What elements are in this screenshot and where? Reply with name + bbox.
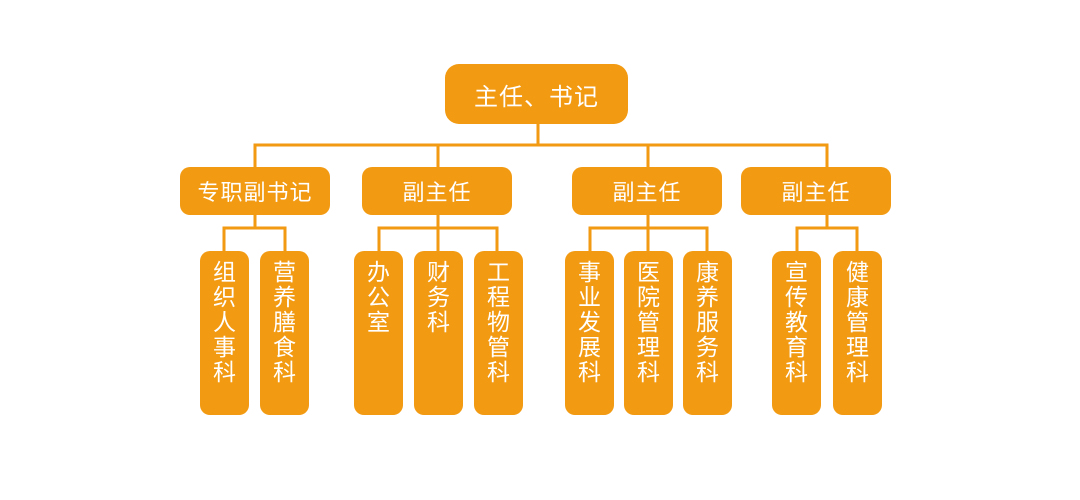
connector-group1-bus bbox=[222, 226, 287, 251]
department-node: 营养膳食科 bbox=[260, 251, 309, 415]
department-label: 健康管理科 bbox=[846, 260, 869, 386]
connector-group4-bus bbox=[795, 226, 859, 251]
department-label: 营养膳食科 bbox=[273, 260, 296, 386]
department-label: 事业发展科 bbox=[578, 260, 601, 386]
level2-node-label: 副主任 bbox=[612, 181, 682, 206]
department-label: 工程物管科 bbox=[487, 260, 510, 386]
department-label: 财务科 bbox=[427, 260, 450, 336]
department-node: 组织人事科 bbox=[200, 251, 249, 415]
level2-node-label: 专职副书记 bbox=[197, 181, 313, 206]
level2-node-deputy-secretary: 专职副书记 bbox=[180, 167, 330, 215]
department-label: 康养服务科 bbox=[696, 260, 719, 386]
department-label: 医院管理科 bbox=[637, 260, 660, 386]
level2-node-deputy-director-2: 副主任 bbox=[572, 167, 722, 215]
department-label: 宣传教育科 bbox=[785, 260, 808, 386]
department-node: 办公室 bbox=[354, 251, 403, 415]
department-label: 组织人事科 bbox=[213, 260, 236, 386]
department-node: 康养服务科 bbox=[683, 251, 732, 415]
department-node: 医院管理科 bbox=[624, 251, 673, 415]
department-node: 宣传教育科 bbox=[772, 251, 821, 415]
level2-node-label: 副主任 bbox=[402, 181, 472, 206]
level2-node-deputy-director-1: 副主任 bbox=[362, 167, 512, 215]
level2-node-deputy-director-3: 副主任 bbox=[741, 167, 891, 215]
root-node: 主任、书记 bbox=[445, 64, 628, 124]
department-node: 健康管理科 bbox=[833, 251, 882, 415]
department-node: 事业发展科 bbox=[565, 251, 614, 415]
root-node-label: 主任、书记 bbox=[474, 82, 599, 111]
level2-node-label: 副主任 bbox=[781, 181, 851, 206]
department-label: 办公室 bbox=[367, 260, 390, 336]
department-node: 工程物管科 bbox=[474, 251, 523, 415]
connector-level2-bus bbox=[253, 143, 829, 167]
department-node: 财务科 bbox=[414, 251, 463, 415]
